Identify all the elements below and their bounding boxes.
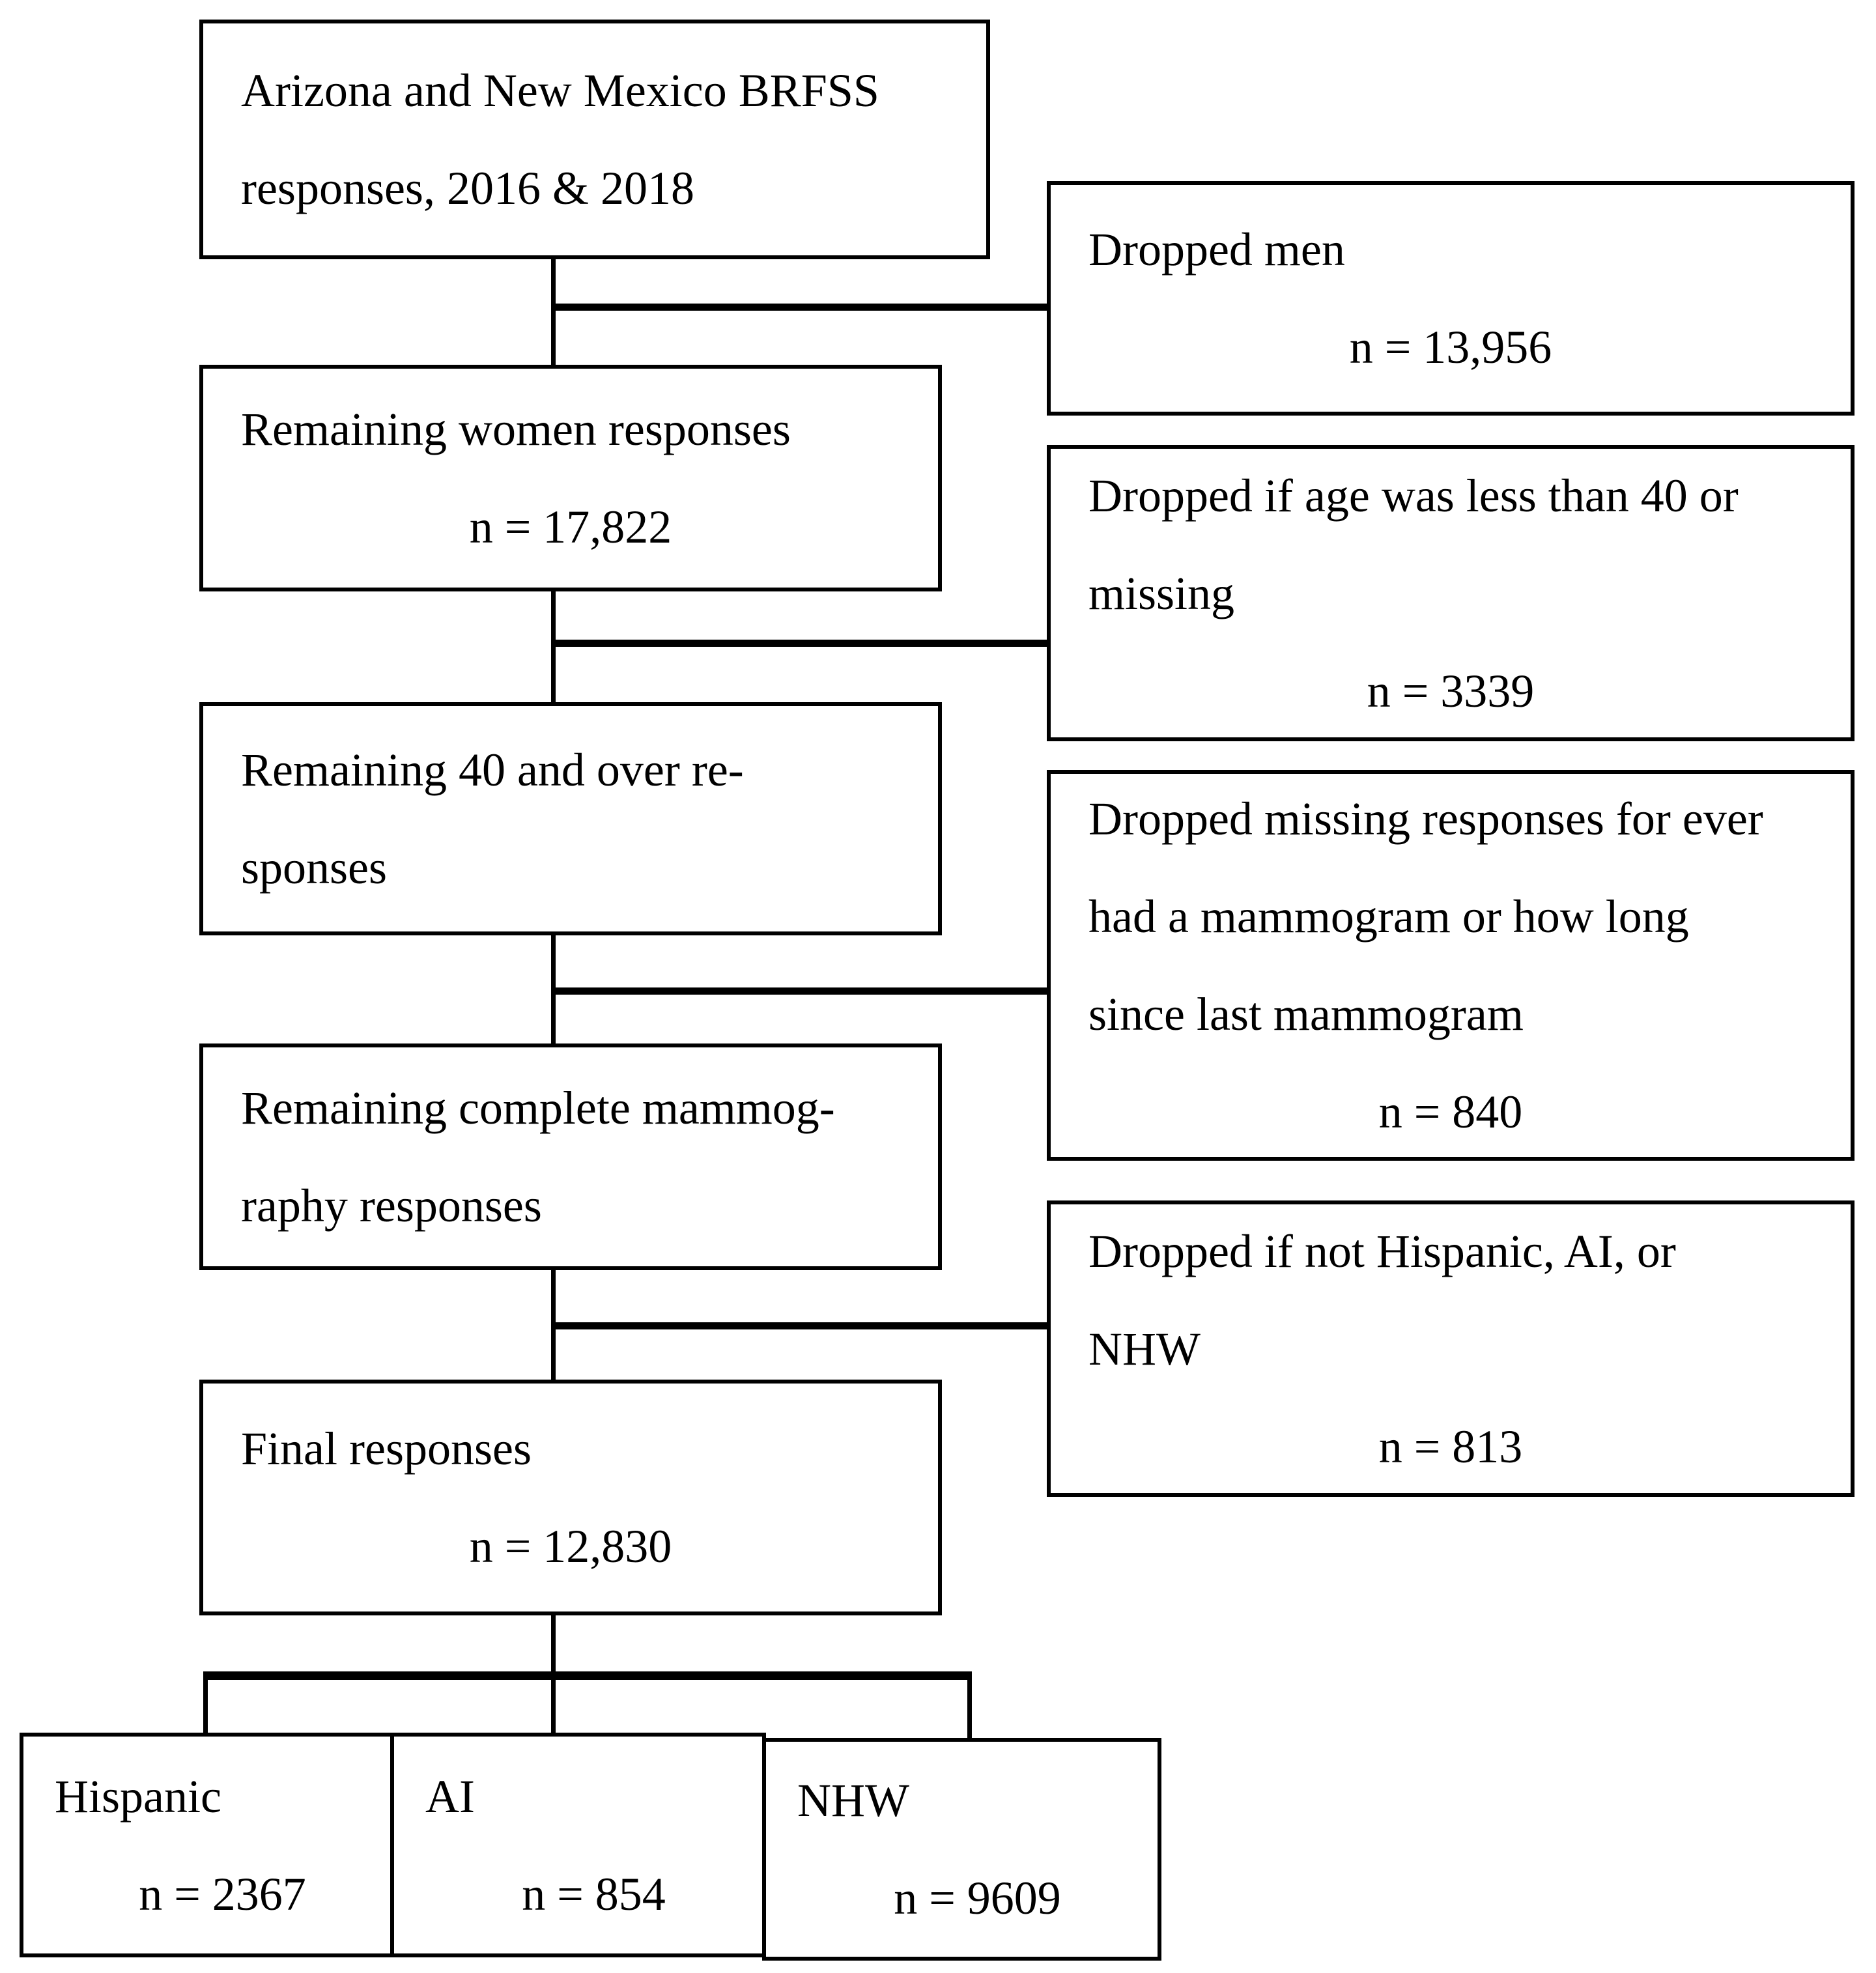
flow-box-source: Arizona and New Mexico BRFSS responses, …	[199, 20, 990, 259]
box-text-line: Dropped if age was less than 40 or	[1088, 469, 1739, 522]
connector-distribution-bar	[203, 1671, 972, 1680]
box-text-line: Final responses	[241, 1423, 532, 1475]
connector-branch-dropped-mammogram	[551, 987, 1049, 995]
flow-box-remaining-40-over: Remaining 40 and over re- sponses	[199, 702, 942, 935]
box-n-value: n = 17,822	[469, 501, 672, 553]
connector-branch-dropped-men	[551, 304, 1049, 311]
connector-drop-nhw	[967, 1671, 972, 1740]
box-n-value: n = 12,830	[469, 1520, 672, 1572]
flow-box-remaining-women: Remaining women responses n = 17,822	[199, 365, 942, 591]
box-text-line: NHW	[1088, 1322, 1201, 1375]
group-label: NHW	[797, 1774, 909, 1826]
box-text-line: sponses	[241, 842, 388, 894]
box-n-value: n = 840	[1378, 1086, 1523, 1138]
box-text-line: Dropped men	[1088, 223, 1345, 276]
group-label: AI	[425, 1770, 475, 1823]
flow-box-group-ai: AI n = 854	[390, 1733, 766, 1957]
box-text-line: Arizona and New Mexico BRFSS	[241, 64, 879, 117]
box-text-line: raphy responses	[241, 1180, 542, 1232]
connector-trunk-2	[551, 589, 556, 706]
connector-drop-hispanic	[203, 1671, 208, 1735]
flow-box-dropped-race: Dropped if not Hispanic, AI, or NHW n = …	[1047, 1200, 1855, 1497]
box-text-line: Remaining complete mammog-	[241, 1082, 835, 1134]
box-text-line: missing	[1088, 567, 1235, 619]
flow-box-dropped-age: Dropped if age was less than 40 or missi…	[1047, 445, 1855, 741]
box-text-line: responses, 2016 & 2018	[241, 162, 694, 214]
box-text-line: had a mammogram or how long	[1088, 890, 1689, 943]
box-text-line: since last mammogram	[1088, 988, 1524, 1040]
flow-box-dropped-men: Dropped men n = 13,956	[1047, 181, 1855, 416]
box-text-line: Dropped missing responses for ever	[1088, 793, 1763, 845]
box-n-value: n = 813	[1378, 1420, 1523, 1473]
group-label: Hispanic	[55, 1770, 221, 1823]
box-n-value: n = 854	[522, 1867, 666, 1920]
box-n-value: n = 13,956	[1349, 321, 1552, 373]
connector-trunk-5	[551, 1613, 556, 1679]
box-n-value: n = 9609	[894, 1872, 1061, 1924]
flow-box-group-hispanic: Hispanic n = 2367	[20, 1733, 394, 1957]
connector-branch-dropped-age	[551, 640, 1049, 647]
connector-trunk-1	[551, 258, 556, 369]
flow-box-complete-mammography: Remaining complete mammog- raphy respons…	[199, 1043, 942, 1270]
box-n-value: n = 3339	[1367, 664, 1535, 717]
flow-box-group-nhw: NHW n = 9609	[762, 1738, 1161, 1961]
flow-box-final-responses: Final responses n = 12,830	[199, 1380, 942, 1615]
flow-box-dropped-mammogram: Dropped missing responses for ever had a…	[1047, 770, 1855, 1161]
box-text-line: Remaining 40 and over re-	[241, 744, 744, 796]
connector-branch-dropped-race	[551, 1322, 1049, 1329]
box-text-line: Dropped if not Hispanic, AI, or	[1088, 1225, 1676, 1277]
box-text-line: Remaining women responses	[241, 403, 791, 455]
box-n-value: n = 2367	[139, 1867, 306, 1920]
connector-drop-ai	[551, 1671, 556, 1735]
